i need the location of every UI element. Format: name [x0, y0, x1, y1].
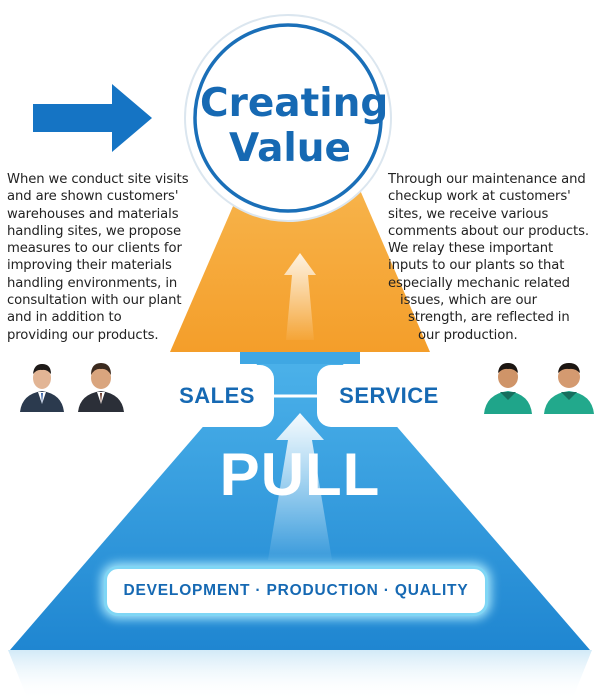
- sales-description-line: providing our products.: [7, 327, 159, 343]
- service-description-line: our production.: [418, 327, 518, 343]
- service-description-line: Through our maintenance and: [388, 172, 586, 187]
- development-production-quality-label: DEVELOPMENT · PRODUCTION · QUALITY: [104, 566, 488, 616]
- service-description-line: checkup work at customers': [388, 189, 571, 205]
- creating-label: Creating: [200, 81, 389, 126]
- service-label: SERVICE: [317, 365, 461, 427]
- service-description-line: sites, we receive various: [388, 206, 549, 222]
- sales-staff-photo-2: [76, 362, 126, 412]
- sales-description-line: measures to our clients for: [7, 241, 182, 257]
- sales-description-line: consultation with our plant: [7, 293, 182, 309]
- service-description-line: strength, are reflected in: [408, 310, 570, 326]
- sales-description-line: handling sites, we propose: [7, 223, 181, 239]
- sales-description-line: handling environments, in: [7, 275, 178, 291]
- service-staff-photo-2: [542, 362, 596, 414]
- up-arrow-orange-icon: [284, 253, 316, 340]
- sales-description: When we conduct site visits and are show…: [7, 171, 207, 344]
- sales-description-line: improving their materials: [7, 258, 172, 274]
- service-description-line: issues, which are our: [400, 293, 538, 309]
- creating-value-ring: [193, 23, 383, 213]
- sales-description-line: When we conduct site visits: [7, 172, 189, 187]
- service-description-line: especially mechanic related: [388, 275, 570, 291]
- right-arrow-icon: [33, 84, 152, 152]
- sales-description-line: warehouses and materials: [7, 206, 179, 222]
- service-description: Through our maintenance and checkup work…: [388, 171, 600, 344]
- service-description-line: comments about our products.: [388, 223, 589, 239]
- pyramid-reflection: [8, 650, 592, 700]
- service-description-line: We relay these important: [388, 241, 554, 257]
- value-label: Value: [229, 126, 351, 171]
- pyramid-blue-band: [240, 352, 360, 364]
- up-arrow-blue-icon: [268, 413, 332, 560]
- pull-label: PULL: [219, 441, 381, 508]
- sales-staff-photo-1: [18, 362, 66, 412]
- sales-label: SALES: [160, 365, 274, 427]
- service-description-line: inputs to our plants so that: [388, 258, 565, 274]
- service-staff-photo-1: [482, 362, 534, 414]
- sales-description-line: and are shown customers': [7, 189, 179, 205]
- sales-description-line: and in addition to: [7, 310, 122, 326]
